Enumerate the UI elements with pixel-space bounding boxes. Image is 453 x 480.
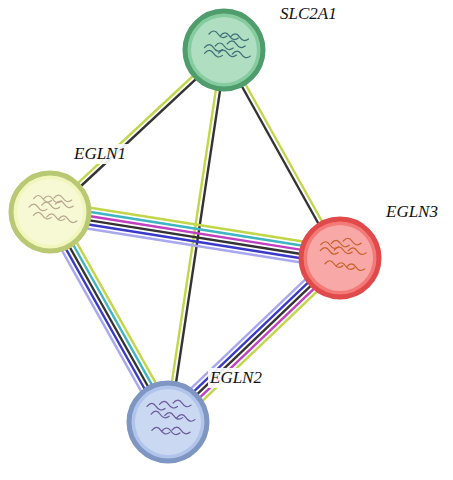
interaction-line [61, 249, 142, 393]
node-circle [8, 170, 92, 254]
protein-node: EGLN3 [298, 216, 382, 300]
interaction-line [241, 85, 319, 225]
protein-node: SLC2A1 [182, 8, 266, 92]
protein-node: EGLN1 [8, 170, 92, 254]
interaction-line [80, 78, 197, 187]
interaction-line [201, 290, 318, 401]
node-circle [182, 8, 266, 92]
interaction-line [196, 285, 312, 395]
interaction-line [245, 83, 323, 223]
interaction-line [85, 228, 301, 262]
node-circle [126, 380, 210, 464]
interaction-line [73, 244, 153, 386]
interaction-line [77, 75, 194, 184]
gene-label: EGLN3 [384, 202, 440, 222]
gene-label: SLC2A1 [278, 4, 339, 24]
interaction-line [199, 288, 315, 398]
interaction-line [88, 220, 301, 254]
node-circle [298, 216, 382, 300]
interaction-line [69, 246, 149, 388]
interaction-line [193, 282, 309, 392]
gene-label: EGLN1 [72, 144, 128, 164]
protein-node: EGLN2 [126, 380, 210, 464]
gene-label: EGLN2 [208, 368, 264, 388]
interaction-line [190, 278, 307, 389]
interaction-line [65, 248, 145, 390]
interaction-line [76, 241, 157, 385]
interaction-line [87, 224, 301, 258]
